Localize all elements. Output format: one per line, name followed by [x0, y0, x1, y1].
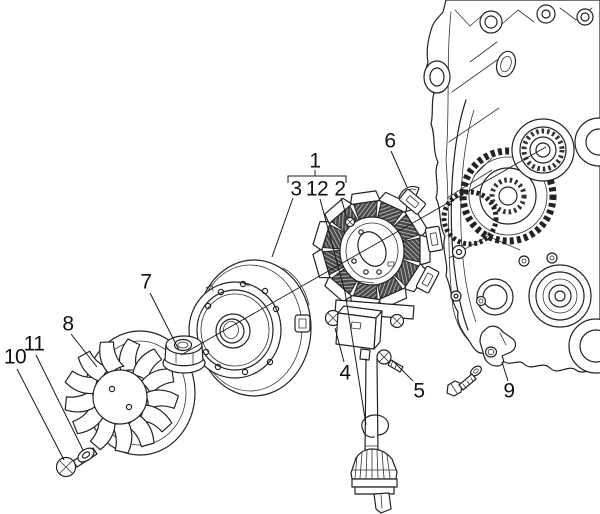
assembly-axis-line — [180, 146, 547, 356]
callout-9[interactable]: 9 — [503, 379, 515, 403]
callout-6[interactable]: 6 — [384, 129, 396, 153]
stator — [311, 188, 444, 311]
stator-screw-right — [389, 313, 405, 329]
cable-clip — [361, 414, 389, 436]
callout-8[interactable]: 8 — [62, 312, 74, 336]
engine-case — [423, 0, 600, 374]
leader-lines — [16, 150, 509, 461]
pickup-assembly — [324, 299, 415, 361]
callout-7[interactable]: 7 — [140, 270, 152, 294]
fan-washer — [77, 447, 95, 463]
flywheel-rotor — [188, 259, 312, 397]
callout-11[interactable]: 11 — [23, 332, 45, 356]
callout-4[interactable]: 4 — [339, 361, 351, 385]
bearing-bore — [511, 118, 575, 182]
callout-12[interactable]: 12 — [305, 177, 329, 201]
pickup-screw — [376, 349, 404, 373]
callout-10[interactable]: 10 — [3, 345, 27, 369]
support-bracket — [479, 325, 517, 367]
flywheel-nut — [162, 335, 206, 374]
callout-2[interactable]: 2 — [334, 177, 346, 201]
wiring-harness — [361, 358, 389, 453]
callout-1[interactable]: 1 — [309, 149, 321, 173]
cooling-fan — [59, 330, 196, 458]
bracket-bolt — [446, 365, 482, 397]
gear — [459, 147, 557, 245]
callout-3[interactable]: 3 — [290, 177, 302, 201]
wiring-connector — [350, 448, 398, 514]
callout-5[interactable]: 5 — [413, 379, 425, 403]
